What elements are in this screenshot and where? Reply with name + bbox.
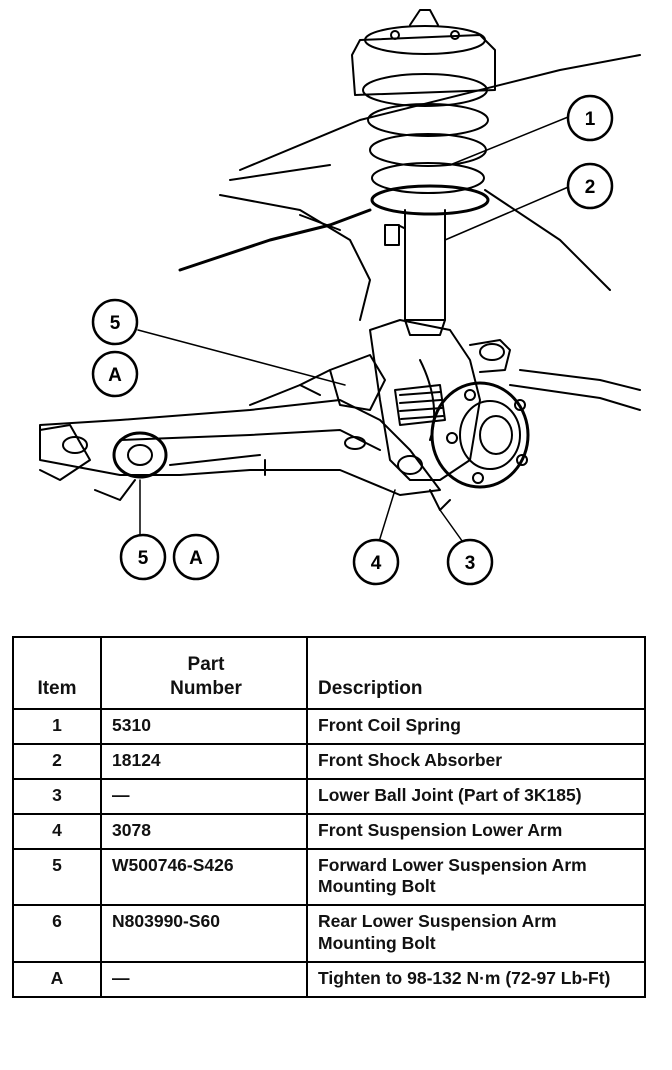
cell-description: Tighten to 98-132 N·m (72-97 Lb-Ft) — [306, 961, 646, 998]
cell-item: 5 — [12, 847, 102, 907]
callout-label-2: 2 — [585, 177, 596, 198]
callout-circle-a-bottom — [172, 533, 220, 581]
table-row: 6 N803990-S60 Rear Lower Suspension Arm … — [12, 904, 646, 963]
callout-label-5-top: 5 — [110, 313, 121, 334]
cell-item: 2 — [12, 742, 102, 780]
cell-part-number: — — [100, 777, 308, 815]
header-item: Item — [12, 636, 102, 710]
callout-circle-a-top — [91, 350, 139, 398]
callout-circle-1 — [566, 94, 614, 142]
cell-description: Lower Ball Joint (Part of 3K185) — [306, 777, 646, 815]
callout-label-4: 4 — [371, 553, 382, 574]
cell-item: 6 — [12, 904, 102, 963]
cell-description: Rear Lower Suspension Arm Mounting Bolt — [306, 904, 646, 963]
suspension-illustration: 1 2 3 4 5 A 5 A — [39, 9, 641, 586]
header-part-line2: Number — [170, 678, 242, 700]
table-row: 1 5310 Front Coil Spring — [12, 708, 646, 745]
callout-circle-2 — [566, 162, 614, 210]
suspension-drawing: 1 2 3 4 5 A 5 A — [39, 9, 641, 586]
parts-table: Item Part Number Description 1 5310 Fron… — [12, 636, 646, 998]
callout-circle-5-top — [91, 298, 139, 346]
header-description: Description — [306, 636, 646, 710]
cell-item: 3 — [12, 777, 102, 815]
table-row: 3 — Lower Ball Joint (Part of 3K185) — [12, 777, 646, 815]
callout-label-a-bottom: A — [189, 548, 203, 569]
cell-item: 4 — [12, 812, 102, 850]
callout-label-a-top: A — [108, 365, 122, 386]
cell-part-number: W500746-S426 — [100, 847, 308, 907]
callout-circle-4 — [352, 538, 400, 586]
cell-part-number: — — [100, 961, 308, 998]
callout-circle-5-bottom — [119, 533, 167, 581]
callout-label-1: 1 — [585, 109, 596, 130]
cell-part-number: 5310 — [100, 708, 308, 745]
cell-description: Front Shock Absorber — [306, 742, 646, 780]
cell-description: Front Suspension Lower Arm — [306, 812, 646, 850]
cell-description: Forward Lower Suspension Arm Mounting Bo… — [306, 847, 646, 907]
table-row: 5 W500746-S426 Forward Lower Suspension … — [12, 847, 646, 907]
cell-item: 1 — [12, 708, 102, 745]
header-part-number: Part Number — [100, 636, 308, 710]
header-part-line1: Part — [187, 653, 225, 675]
table-header-row: Item Part Number Description — [12, 636, 646, 710]
cell-description: Front Coil Spring — [306, 708, 646, 745]
table-row: 2 18124 Front Shock Absorber — [12, 742, 646, 780]
cell-part-number: 18124 — [100, 742, 308, 780]
callout-label-5-bottom: 5 — [138, 548, 149, 569]
table-row: A — Tighten to 98-132 N·m (72-97 Lb-Ft) — [12, 961, 646, 998]
table-row: 4 3078 Front Suspension Lower Arm — [12, 812, 646, 850]
cell-item: A — [12, 961, 102, 998]
callout-circle-3 — [446, 538, 494, 586]
cell-part-number: 3078 — [100, 812, 308, 850]
cell-part-number: N803990-S60 — [100, 904, 308, 963]
callout-label-3: 3 — [465, 553, 476, 574]
